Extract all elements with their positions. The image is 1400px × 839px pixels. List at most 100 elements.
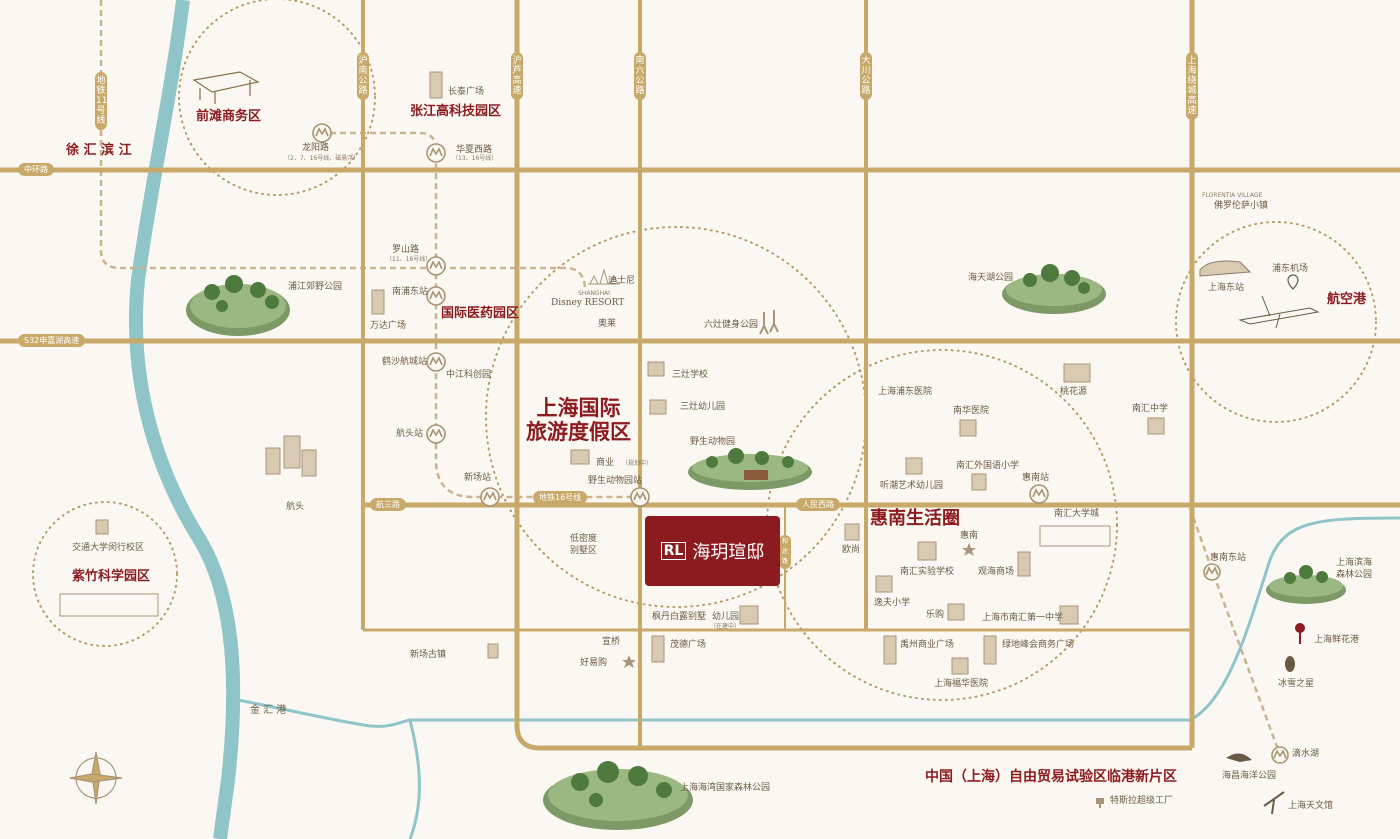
airplane-icon [1238, 295, 1320, 329]
poi-florentia-name: 佛罗伦萨小镇 [1214, 201, 1269, 211]
disney-castle-icon [588, 268, 620, 285]
poi-changtai: 长泰广场 [448, 87, 485, 97]
poi-zoo: 野生动物园 [690, 437, 736, 447]
station-nanpudong: 南浦东站 [392, 287, 429, 297]
poi-maode: 茂德广场 [670, 640, 707, 650]
poi-xuanqiao: 宣桥 [602, 637, 621, 647]
poi-sh-east: 上海东站 [1208, 283, 1245, 293]
poi-xinchang-gu: 新场古镇 [410, 650, 447, 660]
metro-huinandong [1188, 507, 1282, 756]
road-renminxi-label: 人民西路 [796, 498, 840, 511]
poi-nanhui-univ: 南汇大学城 [1054, 509, 1100, 519]
poi-oushang: 欧尚 [842, 545, 861, 555]
station-luoshan: 罗山路 [392, 245, 420, 255]
poi-nanhua-hosp: 南华医院 [953, 406, 990, 416]
road-s32-label: S32申嘉湖高速 [18, 334, 86, 347]
river-jinhui [237, 698, 1190, 728]
poi-yifu: 逸夫小学 [874, 598, 911, 608]
river-huangpu [129, 0, 241, 839]
station-xinchang: 新场站 [464, 473, 492, 483]
station-longyang: 龙阳路 [302, 143, 330, 153]
zone-zizhu: 紫竹科学园区 [72, 569, 151, 584]
poi-haichang: 海昌海洋公园 [1222, 771, 1277, 781]
poi-haitianhu: 海天湖公园 [968, 273, 1014, 283]
penguin-icon [1285, 656, 1295, 672]
station-huinandong: 惠南东站 [1210, 553, 1247, 563]
station-huaxia-icon [426, 143, 446, 163]
poi-pudong-airport: 浦东机场 [1272, 264, 1309, 274]
poi-huinan-star: 惠南 [960, 531, 979, 541]
hikers-icon [759, 310, 779, 335]
road-nanliu-label: 南六公路 [634, 52, 646, 100]
dolphin-icon [1226, 753, 1252, 762]
station-luoshan-icon [426, 256, 446, 276]
poi-nanhui-mid: 南汇中学 [1132, 404, 1169, 414]
road-hangsan-label: 航三路 [370, 498, 406, 511]
river-east [408, 719, 421, 839]
station-dishui-icon [1271, 746, 1289, 764]
poi-disney-name: 迪士尼 [608, 276, 636, 286]
poi-tianwen: 上海天文馆 [1288, 801, 1334, 811]
station-dishui: 滴水湖 [1292, 749, 1320, 759]
poi-jiaoda: 交通大学闵行校区 [72, 543, 145, 553]
poi-tesla: 特斯拉超级工厂 [1110, 796, 1174, 806]
station-huinan: 惠南站 [1022, 473, 1050, 483]
zone-lingang: 中国（上海）自由贸易试验区临港新片区 [925, 769, 1177, 785]
poi-fengdan: 枫丹白露别墅 [652, 612, 707, 622]
project-marker[interactable]: RL 海玥瑄邸 [645, 516, 780, 586]
poi-shangye: 商业 [596, 458, 615, 468]
zone-airport: 航空港 [1327, 292, 1367, 307]
poi-fuhua: 上海福华医院 [934, 679, 989, 689]
poi-aolaiya: 奥莱 [598, 319, 617, 329]
project-name: 海玥瑄邸 [692, 542, 765, 563]
poi-senlin: 上海海湾国家森林公园 [680, 783, 771, 793]
poi-nanhui-no1: 上海市南汇第一中学 [982, 613, 1064, 623]
poi-wanda: 万达广场 [370, 321, 407, 331]
poi-binhai-forest: 上海滨海 森林公园 [1336, 558, 1373, 580]
park-zoo [688, 448, 812, 490]
poi-pudong-hosp: 上海浦东医院 [878, 387, 933, 397]
river-jinhui-label: 金 汇 港 [250, 705, 287, 716]
station-xinchang-icon [480, 487, 500, 507]
circle-huinan [766, 349, 1118, 701]
road-hedalu-label: 和达路 [779, 535, 791, 569]
pin-icon [1287, 274, 1299, 290]
poi-yuzhou: 禹州商业广场 [900, 640, 955, 650]
park-pujiang [186, 275, 290, 336]
poi-florentia: FLORENTIA VILLAGE [1202, 192, 1263, 199]
qiantan-pavilion-icon [192, 71, 260, 104]
station-huinan-icon [1029, 484, 1049, 504]
building-icons [59, 71, 1165, 675]
zone-zhangjiang: 张江高科技园区 [410, 104, 502, 119]
poi-bingxue: 冰雪之星 [1278, 679, 1315, 689]
road-zhonghuan-label: 中环路 [18, 163, 54, 176]
poi-liuzao: 六灶健身公园 [704, 320, 759, 330]
station-longyang-lines: （2、7、16号线、磁悬浮） [284, 155, 360, 162]
poi-guanhai: 观海商场 [978, 567, 1015, 577]
park-senlin [543, 761, 693, 830]
poi-zhongjiang: 中江科创园 [446, 370, 492, 380]
star-icon-2 [622, 655, 636, 668]
poi-haoyigou: 好易购 [580, 658, 608, 668]
poi-youeryuan: 幼儿园 [712, 612, 740, 622]
train-icon [1199, 260, 1252, 277]
road-luhu-label: 沪芦高速 [511, 52, 523, 100]
station-yesheng: 野生动物园站 [588, 476, 643, 486]
flower-icon [1295, 623, 1305, 644]
station-huinandong-icon [1203, 563, 1221, 581]
circle-zizhu [32, 501, 178, 647]
park-haitianhu [1002, 264, 1106, 314]
river-lingang [1189, 516, 1400, 722]
zone-qiantan: 前滩商务区 [196, 109, 262, 124]
poi-disney-logo: Disney RESORT [551, 298, 625, 308]
station-yesheng-icon [630, 487, 650, 507]
park-binhai [1266, 565, 1346, 604]
metro-16-loop [320, 131, 640, 499]
station-longyang-icon [312, 123, 332, 143]
zone-xuhui: 徐 汇 滨 江 [66, 143, 132, 158]
poi-legou: 乐购 [926, 610, 945, 620]
telescope-icon [1263, 791, 1285, 815]
poi-disney-logo-top: SHANGHAI [578, 290, 610, 297]
circle-qiantan [178, 0, 376, 196]
